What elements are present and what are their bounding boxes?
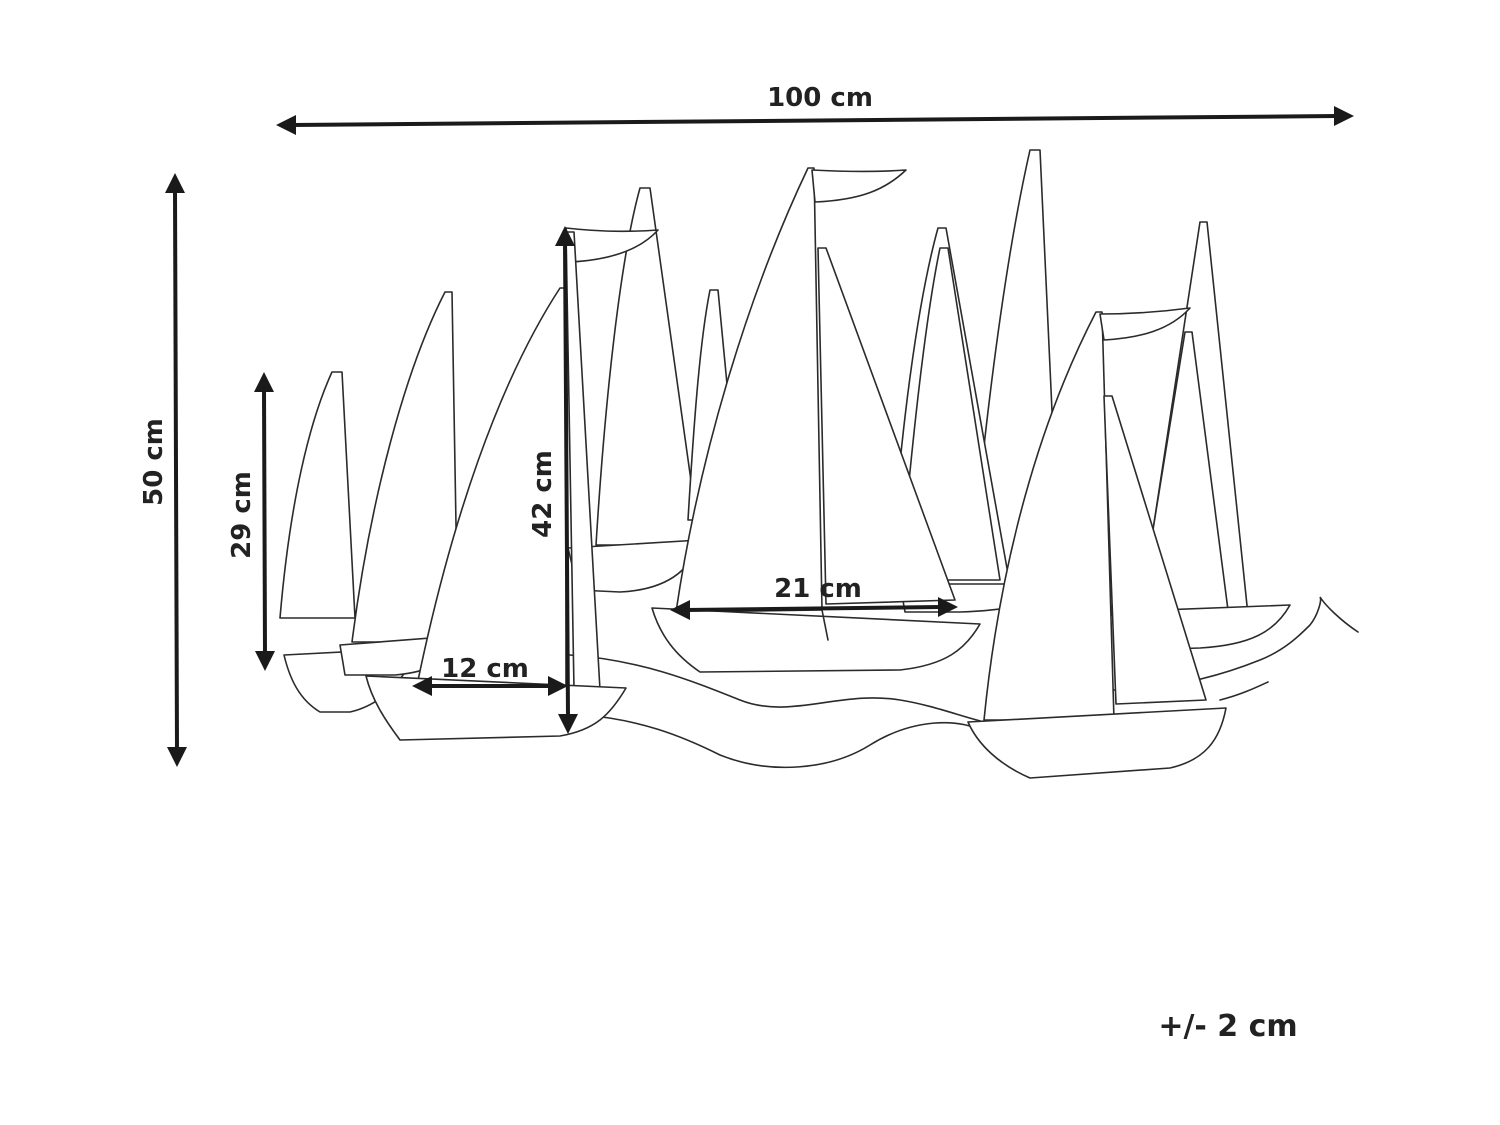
dimension-arrow-total-width	[276, 106, 1354, 135]
right-front-sailboat	[967, 307, 1227, 779]
dimension-arrow-tall-sail-height	[555, 226, 578, 734]
center-sailboat	[651, 167, 981, 673]
left-front-sailboat	[365, 227, 659, 741]
water-waves	[569, 596, 1359, 769]
label-tall-sail-height: 42 cm	[528, 450, 558, 538]
label-tolerance: +/- 2 cm	[1158, 1009, 1297, 1044]
label-total-height: 50 cm	[139, 418, 169, 506]
label-total-width: 100 cm	[767, 83, 873, 113]
dimension-arrow-center-hull-width	[670, 597, 958, 620]
dimension-arrow-total-height	[165, 173, 187, 767]
label-small-boat-height: 29 cm	[227, 471, 257, 559]
label-small-hull-width: 12 cm	[441, 654, 529, 684]
dimension-arrow-small-boat-height	[254, 372, 275, 671]
label-center-hull-width: 21 cm	[774, 574, 862, 604]
dimension-arrow-small-hull-width	[412, 676, 568, 696]
sailboat-artwork	[279, 149, 1359, 779]
